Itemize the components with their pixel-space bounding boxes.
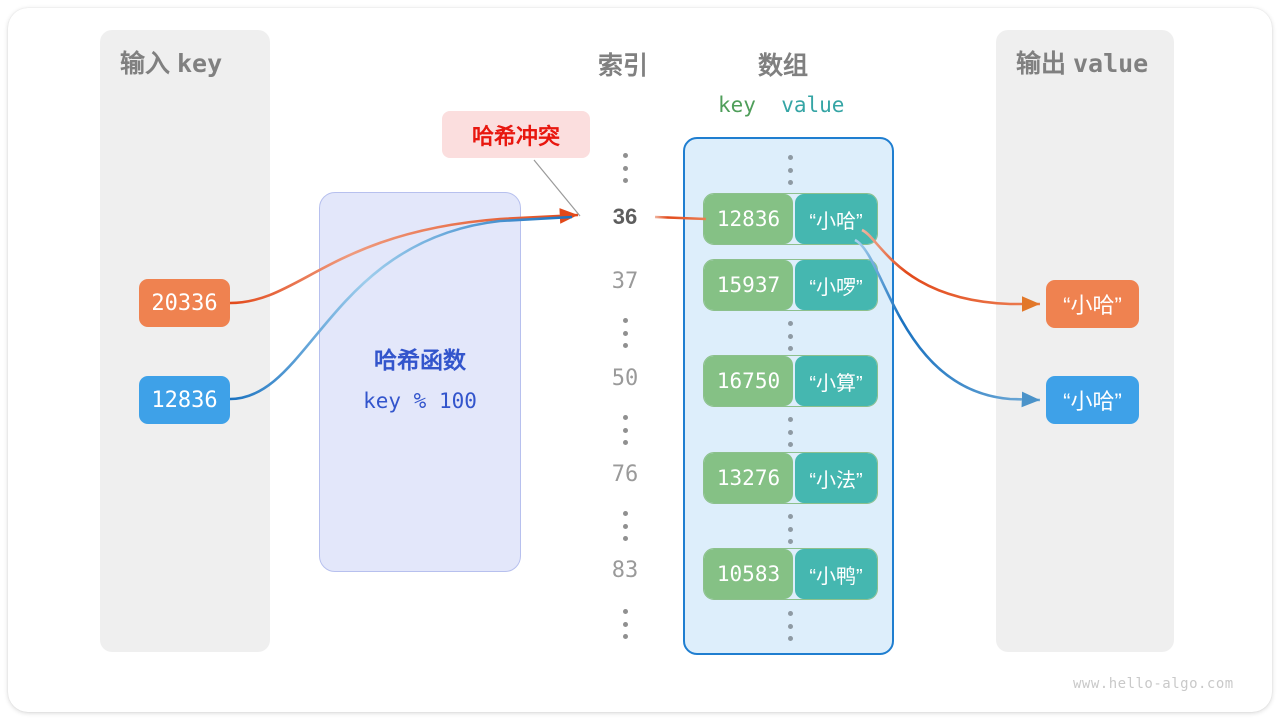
index-column-header: 索引 xyxy=(598,52,649,80)
hash-function-title: 哈希函数 xyxy=(374,347,466,373)
hash-collision-label: 哈希冲突 xyxy=(442,111,590,158)
index-label-76: 76 xyxy=(611,462,639,487)
bucket-key-36: 12836 xyxy=(704,194,793,244)
array-bucket-50: 16750 “小算” xyxy=(703,355,878,407)
value-subheader-label: value xyxy=(781,93,845,117)
index-label-37: 37 xyxy=(611,269,639,294)
bucket-value-37: “小啰” xyxy=(795,260,877,310)
array-ellipsis-1 xyxy=(781,321,799,351)
bucket-key-50: 16750 xyxy=(704,356,793,406)
array-column-header: 数组 xyxy=(758,52,809,80)
array-bucket-36: 12836 “小哈” xyxy=(703,193,878,245)
output-panel-title-cn: 输出 xyxy=(1016,50,1067,78)
array-ellipsis-3 xyxy=(781,514,799,544)
bucket-value-36: “小哈” xyxy=(795,194,877,244)
array-bucket-76: 13276 “小法” xyxy=(703,452,878,504)
array-container: 12836 “小哈” 15937 “小啰” 16750 “小算” 13276 “… xyxy=(683,137,894,655)
index-ellipsis-top xyxy=(616,153,634,183)
index-label-36: 36 xyxy=(612,204,638,229)
key-subheader-label: key xyxy=(718,93,756,117)
bucket-value-50: “小算” xyxy=(795,356,877,406)
array-ellipsis-top xyxy=(781,155,799,185)
output-panel xyxy=(996,30,1174,652)
output-value-chip-1: “小哈” xyxy=(1046,376,1139,424)
input-panel-title-cn: 输入 xyxy=(120,50,171,78)
array-ellipsis-bottom xyxy=(781,611,799,641)
index-ellipsis-1 xyxy=(616,318,634,348)
output-panel-title-mono: value xyxy=(1072,49,1149,78)
index-label-50: 50 xyxy=(611,366,639,391)
hash-function-expression: key % 100 xyxy=(363,389,477,413)
index-label-83: 83 xyxy=(611,558,639,583)
index-ellipsis-bottom xyxy=(616,609,634,639)
bucket-value-76: “小法” xyxy=(795,453,877,503)
input-key-chip-1: 12836 xyxy=(139,376,230,424)
watermark: www.hello-algo.com xyxy=(1073,676,1234,692)
index-ellipsis-2 xyxy=(616,415,634,445)
input-key-chip-0: 20336 xyxy=(139,279,230,327)
index-ellipsis-3 xyxy=(616,511,634,541)
bucket-key-83: 10583 xyxy=(704,549,793,599)
bucket-value-83: “小鸭” xyxy=(795,549,877,599)
input-panel-title: 输入 key xyxy=(120,44,222,80)
input-panel-title-mono: key xyxy=(176,49,223,78)
output-panel-title: 输出 value xyxy=(1016,44,1148,80)
hash-function-box: 哈希函数 key % 100 xyxy=(319,192,521,572)
bucket-key-37: 15937 xyxy=(704,260,793,310)
array-bucket-37: 15937 “小啰” xyxy=(703,259,878,311)
key-value-subheader: key value xyxy=(718,93,844,117)
input-panel xyxy=(100,30,270,652)
array-ellipsis-2 xyxy=(781,417,799,447)
output-value-chip-0: “小哈” xyxy=(1046,280,1139,328)
array-bucket-83: 10583 “小鸭” xyxy=(703,548,878,600)
bucket-key-76: 13276 xyxy=(704,453,793,503)
